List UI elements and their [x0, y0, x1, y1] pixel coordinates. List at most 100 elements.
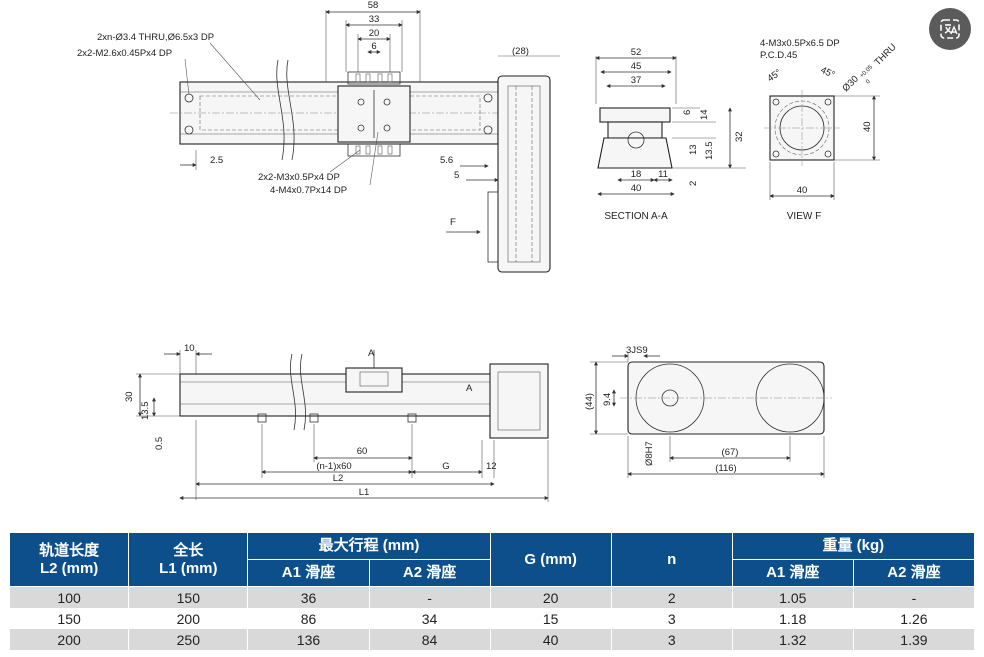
svg-text:6: 6	[371, 41, 376, 52]
spec-table: 轨道长度 L2 (mm) 全长 L1 (mm) 最大行程 (mm) G (mm)…	[10, 533, 976, 650]
svg-text:40: 40	[862, 121, 873, 132]
svg-text:18: 18	[631, 169, 642, 180]
svg-text:4-M3x0.5Px6.5 DP: 4-M3x0.5Px6.5 DP	[760, 38, 840, 49]
cell-a1-stroke: 136	[247, 629, 370, 650]
svg-text:6: 6	[682, 110, 693, 115]
header-max-stroke: 最大行程 (mm)	[247, 533, 491, 560]
svg-text:2xn-Ø3.4 THRU,Ø6.5x3 DP: 2xn-Ø3.4 THRU,Ø6.5x3 DP	[97, 32, 214, 43]
svg-text:0: 0	[865, 78, 872, 85]
header-total-length: 全长 L1 (mm)	[128, 533, 249, 587]
header-a2-stroke: A2 滑座	[369, 559, 491, 587]
translate-button[interactable]	[929, 8, 971, 50]
svg-text:2.5: 2.5	[210, 155, 223, 166]
svg-text:+0.05: +0.05	[859, 64, 874, 79]
cell-n: 2	[611, 586, 733, 608]
header-weight: 重量 (kg)	[732, 533, 976, 560]
svg-text:9.4: 9.4	[602, 393, 613, 406]
svg-text:32: 32	[734, 131, 745, 142]
svg-text:40: 40	[797, 185, 808, 196]
cell-a2-stroke: -	[369, 586, 491, 608]
cell-a2-stroke: 34	[369, 608, 491, 629]
cell-a1-weight: 1.05	[732, 586, 854, 608]
svg-text:5: 5	[454, 170, 459, 181]
svg-text:45°: 45°	[819, 65, 837, 81]
translate-icon	[940, 19, 960, 39]
svg-text:30: 30	[124, 391, 135, 402]
svg-text:(44): (44)	[584, 393, 595, 410]
table-row: 150 200 86 34 15 3 1.18 1.26	[10, 608, 976, 629]
cell-g: 15	[490, 608, 612, 629]
svg-text:20: 20	[369, 28, 380, 39]
svg-text:Ø8H7: Ø8H7	[644, 441, 655, 466]
svg-text:2x2-M3x0.5Px4 DP: 2x2-M3x0.5Px4 DP	[258, 172, 340, 183]
cell-a2-weight: -	[853, 586, 976, 608]
svg-text:58: 58	[368, 0, 379, 11]
svg-text:60: 60	[357, 446, 368, 457]
table-row: 200 250 136 84 40 3 1.32 1.39	[10, 629, 976, 650]
side-view: 10 A A 30 13.5 0.5 60 (n-1)x60 G 12 L2 L…	[124, 343, 549, 502]
svg-text:45°: 45°	[765, 67, 783, 84]
cell-l1: 150	[128, 586, 249, 608]
cell-l1: 200	[128, 608, 249, 629]
svg-text:2: 2	[688, 181, 699, 186]
svg-text:L2: L2	[333, 473, 344, 484]
svg-text:45: 45	[631, 61, 642, 72]
cell-a1-stroke: 36	[247, 586, 370, 608]
cell-g: 40	[490, 629, 612, 650]
svg-text:12: 12	[486, 461, 497, 472]
svg-text:(116): (116)	[715, 463, 736, 474]
cell-n: 3	[611, 608, 733, 629]
cell-l2: 100	[10, 586, 130, 608]
svg-text:L1: L1	[359, 487, 370, 498]
svg-text:2x2-M2.6x0.45Px4 DP: 2x2-M2.6x0.45Px4 DP	[77, 48, 172, 59]
header-a2-weight: A2 滑座	[853, 559, 976, 587]
svg-text:11: 11	[658, 169, 668, 180]
svg-text:(n-1)x60: (n-1)x60	[316, 461, 351, 472]
svg-text:4-M4x0.7Px14 DP: 4-M4x0.7Px14 DP	[270, 185, 347, 196]
cell-a1-stroke: 86	[247, 608, 370, 629]
svg-text:5.6: 5.6	[440, 155, 453, 166]
svg-text:F: F	[450, 217, 456, 228]
header-rail-length: 轨道长度 L2 (mm)	[10, 533, 130, 587]
header-a1-stroke: A1 滑座	[247, 559, 370, 587]
cell-n: 3	[611, 629, 733, 650]
cell-a2-stroke: 84	[369, 629, 491, 650]
svg-text:A: A	[466, 383, 473, 394]
svg-text:(67): (67)	[722, 447, 739, 458]
table-row: 100 150 36 - 20 2 1.05 -	[10, 586, 976, 608]
cell-l2: 200	[10, 629, 130, 650]
cell-a2-weight: 1.39	[853, 629, 976, 650]
svg-text:3JS9: 3JS9	[626, 345, 648, 356]
svg-text:SECTION A-A: SECTION A-A	[604, 211, 668, 222]
cell-a1-weight: 1.18	[732, 608, 854, 629]
header-g: G (mm)	[490, 533, 612, 587]
svg-text:THRU: THRU	[872, 42, 899, 69]
svg-text:52: 52	[631, 47, 642, 58]
svg-text:Ø30: Ø30	[840, 74, 860, 94]
cell-a1-weight: 1.32	[732, 629, 854, 650]
svg-text:13.5: 13.5	[140, 402, 151, 421]
cell-l1: 250	[128, 629, 249, 650]
svg-text:(28): (28)	[512, 46, 529, 57]
svg-text:G: G	[442, 461, 449, 472]
cell-g: 20	[490, 586, 612, 608]
svg-text:37: 37	[631, 75, 642, 86]
svg-text:33: 33	[369, 14, 380, 25]
technical-drawing: 58 33 20 6 2xn-Ø3.4 THRU,Ø6.5x3 DP 2x2-M…	[77, 0, 899, 502]
end-view: 3JS9 (44) 9.4 Ø8H7 (67) (116)	[584, 345, 832, 478]
svg-text:10: 10	[184, 343, 195, 354]
top-view: 58 33 20 6 2xn-Ø3.4 THRU,Ø6.5x3 DP 2x2-M…	[77, 0, 560, 273]
svg-text:VIEW F: VIEW F	[787, 211, 821, 222]
section-a-a: 52 45 37 6 14 32 13 13.5 18 11 40 2 SECT…	[595, 47, 746, 222]
header-a1-weight: A1 滑座	[732, 559, 854, 587]
cell-l2: 150	[10, 608, 130, 629]
svg-text:P.C.D.45: P.C.D.45	[760, 50, 797, 61]
svg-text:40: 40	[631, 183, 642, 194]
svg-text:13: 13	[688, 144, 699, 155]
header-n: n	[611, 533, 733, 587]
svg-text:0.5: 0.5	[154, 437, 165, 450]
view-f: 4-M3x0.5Px6.5 DP P.C.D.45 45° 45° Ø30 +0…	[760, 38, 899, 222]
svg-text:14: 14	[699, 109, 710, 120]
svg-text:13.5: 13.5	[704, 142, 715, 161]
svg-text:A: A	[368, 348, 375, 359]
